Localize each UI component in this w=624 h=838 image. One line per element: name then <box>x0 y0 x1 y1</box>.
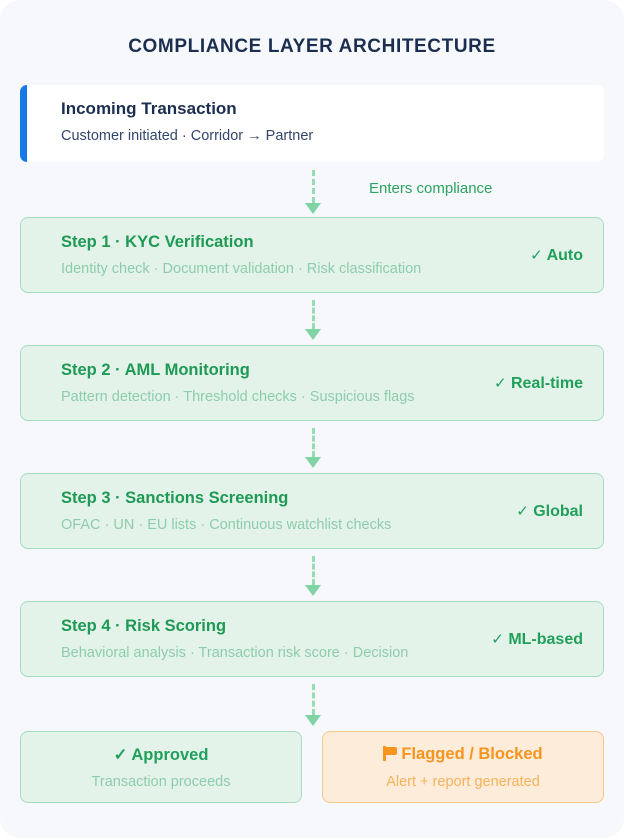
incoming-transaction-card: Incoming Transaction Customer initiated … <box>20 85 604 162</box>
status-badge-label: Real-time <box>510 375 583 392</box>
outcome-card-flagged: Flagged / Blocked Alert + report generat… <box>322 731 604 803</box>
outcome-flagged-subtitle: Alert + report generated <box>386 774 540 790</box>
connector-step1-to-step2 <box>305 300 321 344</box>
connector-step2-to-step3 <box>305 428 321 472</box>
status-badge-label: Auto <box>546 247 583 264</box>
connector-intake-to-step1 <box>305 170 321 214</box>
step-card-1: Step 1 · KYC Verification Identity check… <box>20 217 604 293</box>
check-icon: ✓ <box>493 375 507 392</box>
step-title: Step 1 · KYC Verification <box>61 233 254 251</box>
status-badge: ✓ Global <box>516 502 583 521</box>
step-subtitle: Pattern detection · Threshold checks · S… <box>61 389 415 405</box>
connector-step4-to-outcomes <box>305 684 321 728</box>
status-badge-label: ML-based <box>508 631 583 648</box>
step-card-2: Step 2 · AML Monitoring Pattern detectio… <box>20 345 604 421</box>
outcome-approved-title: ✓ Approved <box>21 745 301 765</box>
step-subtitle: Behavioral analysis · Transaction risk s… <box>61 645 409 661</box>
outcome-card-approved: ✓ Approved Transaction proceeds <box>20 731 302 803</box>
outcome-flagged-label: Flagged / Blocked <box>401 745 543 763</box>
flag-icon <box>383 746 398 761</box>
outcome-approved-label: Approved <box>131 746 209 764</box>
check-icon: ✓ <box>530 247 543 264</box>
step-subtitle: Identity check · Document validation · R… <box>61 261 422 277</box>
status-badge: ✓ Auto <box>530 246 583 265</box>
page-title: COMPLIANCE LAYER ARCHITECTURE <box>128 36 496 57</box>
accent-bar <box>20 85 27 162</box>
connector-step3-to-step4 <box>305 556 321 600</box>
step-subtitle: OFAC · UN · EU lists · Continuous watchl… <box>61 517 392 533</box>
incoming-transaction-title: Incoming Transaction <box>61 99 237 118</box>
step-card-3: Step 3 · Sanctions Screening OFAC · UN ·… <box>20 473 604 549</box>
check-icon: ✓ <box>491 631 504 648</box>
step-title: Step 2 · AML Monitoring <box>61 361 250 379</box>
outcome-flagged-title: Flagged / Blocked <box>323 745 603 764</box>
step-card-4: Step 4 · Risk Scoring Behavioral analysi… <box>20 601 604 677</box>
step-title: Step 3 · Sanctions Screening <box>61 489 289 507</box>
connector-label-enters-compliance: Enters compliance <box>369 180 493 197</box>
incoming-transaction-subtitle: Customer initiated · Corridor → Partner <box>61 128 314 144</box>
step-title: Step 4 · Risk Scoring <box>61 617 227 635</box>
outcome-approved-subtitle: Transaction proceeds <box>91 774 231 790</box>
status-badge: ✓ Real-time <box>494 374 583 393</box>
check-icon: ✓ <box>516 503 529 520</box>
status-badge: ✓ ML-based <box>491 630 583 649</box>
check-icon: ✓ <box>113 746 128 764</box>
status-badge-label: Global <box>533 503 583 520</box>
